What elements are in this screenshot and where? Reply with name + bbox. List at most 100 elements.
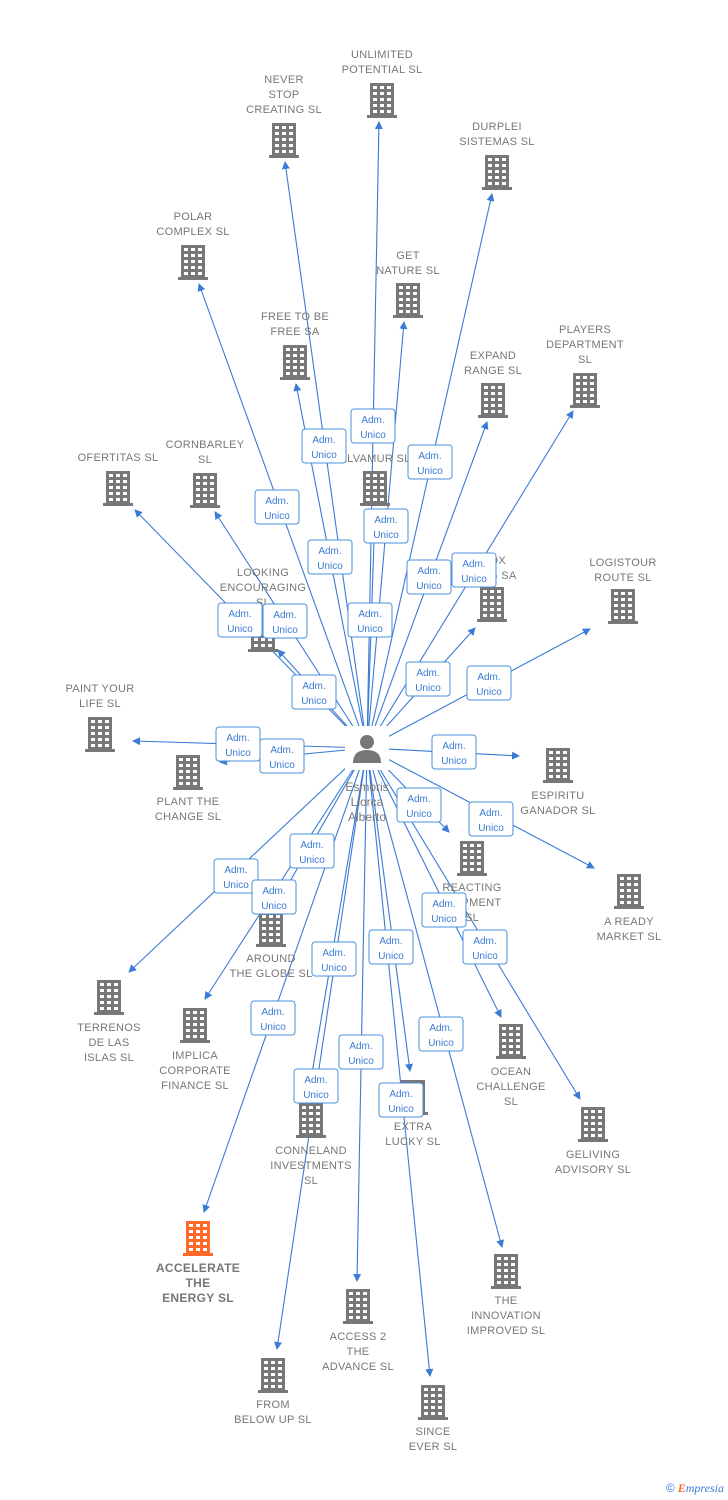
edge-label-paint[interactable]: Adm.Unico [215,726,261,762]
edge-label-inox[interactable]: Adm.Unico [405,661,451,697]
edge-label-frombelow[interactable]: Adm.Unico [293,1068,339,1104]
building-icon [608,589,638,624]
edge-label-innovation[interactable]: Adm.Unico [418,1016,464,1052]
edge-label-ofertitas[interactable]: Adm.Unico [217,602,263,638]
edge-label-text: Adm. [304,1075,327,1086]
copyright-symbol: © [665,1481,675,1495]
node-label-line: LIFE SL [79,698,121,710]
edge-label-looking[interactable]: Adm.Unico [291,674,337,710]
node-alvamur[interactable]: ALVAMUR SL [339,453,410,506]
edge-label-box [462,929,508,965]
edge-label-text: Adm. [300,840,323,851]
edge-label-never[interactable]: Adm.Unico [301,428,347,464]
edge-label-access2[interactable]: Adm.Unico [338,1034,384,1070]
edge-label-box [307,539,353,575]
edge-label-aready[interactable]: Adm.Unico [468,801,514,837]
edge-label-cornbarley[interactable]: Adm. Unico [262,603,308,639]
edge-since [366,747,434,1377]
node-label-line: CHANGE SL [155,811,221,823]
node-label-line: PLAYERS [559,324,611,336]
building-icon [496,1024,526,1059]
edge-label-accelerate[interactable]: Adm.Unico [250,1000,296,1036]
building-icon [418,1385,448,1420]
edge-conneland [305,747,368,1098]
node-label-line: OFERTITAS SL [78,452,159,464]
person-icon [353,735,381,763]
edge-label-text: Unico [378,951,404,962]
edge-label-unlimited[interactable]: Adm.Unico [350,408,396,444]
node-label-line: THE [186,1276,211,1290]
edge-implica [204,747,368,1000]
node-ofertitas[interactable]: OFERTITAS SL [78,452,159,506]
edge-accelerate [202,747,368,1213]
node-label-line: EXPAND [470,350,516,362]
edge-label-box [368,929,414,965]
edge-label-text: Adm. [273,610,296,621]
edge-label-durplei[interactable]: Adm.Unico [407,444,453,480]
node-label-line: SL [578,354,592,366]
edge-label-getnature[interactable]: Adm.Unico [363,508,409,544]
node-label-line: THE [347,1346,370,1358]
edge-label-text: Unico [478,823,504,834]
building-icon [477,587,507,622]
edge-label-plant[interactable]: Adm.Unico [259,738,305,774]
edge-label-implica[interactable]: Adm.Unico [251,879,297,915]
edge-label-players[interactable]: Adm.Unico [451,552,497,588]
center-name-line: Llorca [351,795,384,809]
node-label-line: EVER SL [409,1441,458,1453]
node-label-line: THE GLOBE SL [229,968,312,980]
edge-label-ocean[interactable]: Adm.Unico [421,892,467,928]
edge-label-box [311,941,357,977]
node-label-line: INVESTMENTS [270,1160,352,1172]
edge-label-alvamur[interactable]: Adm.Unico [347,602,393,638]
edge-label-terrenos[interactable]: Adm.Unico [213,858,259,894]
edge-label-extralucky[interactable]: Adm.Unico [368,929,414,965]
edge-label-expand[interactable]: Adm.Unico [406,559,452,595]
node-label-line: DURPLEI [472,121,522,133]
edge-label-text: Unico [321,963,347,974]
edge-label-text: Adm. [302,681,325,692]
building-icon [367,83,397,118]
edge-label-text: Adm. [429,1023,452,1034]
building-icon [457,841,487,876]
edge-label-geliving[interactable]: Adm.Unico [462,929,508,965]
edge-label-reacting[interactable]: Adm.Unico [396,787,442,823]
node-label-line: OCEAN [491,1066,532,1078]
edge-label-conneland[interactable]: Adm.Unico [311,941,357,977]
edge-label-free[interactable]: Adm.Unico [307,539,353,575]
edge-label-logistour[interactable]: Adm.Unico [466,665,512,701]
edge-label-since[interactable]: Adm.Unico [378,1082,424,1118]
edge-label-around[interactable]: Adm.Unico [289,833,335,869]
edge-label-polar[interactable]: Adm.Unico [254,489,300,525]
edge-label-text: Adm. [442,741,465,752]
edge-label-espiritu[interactable]: Adm.Unico [431,734,477,770]
edge-label-text: Unico [272,625,298,636]
